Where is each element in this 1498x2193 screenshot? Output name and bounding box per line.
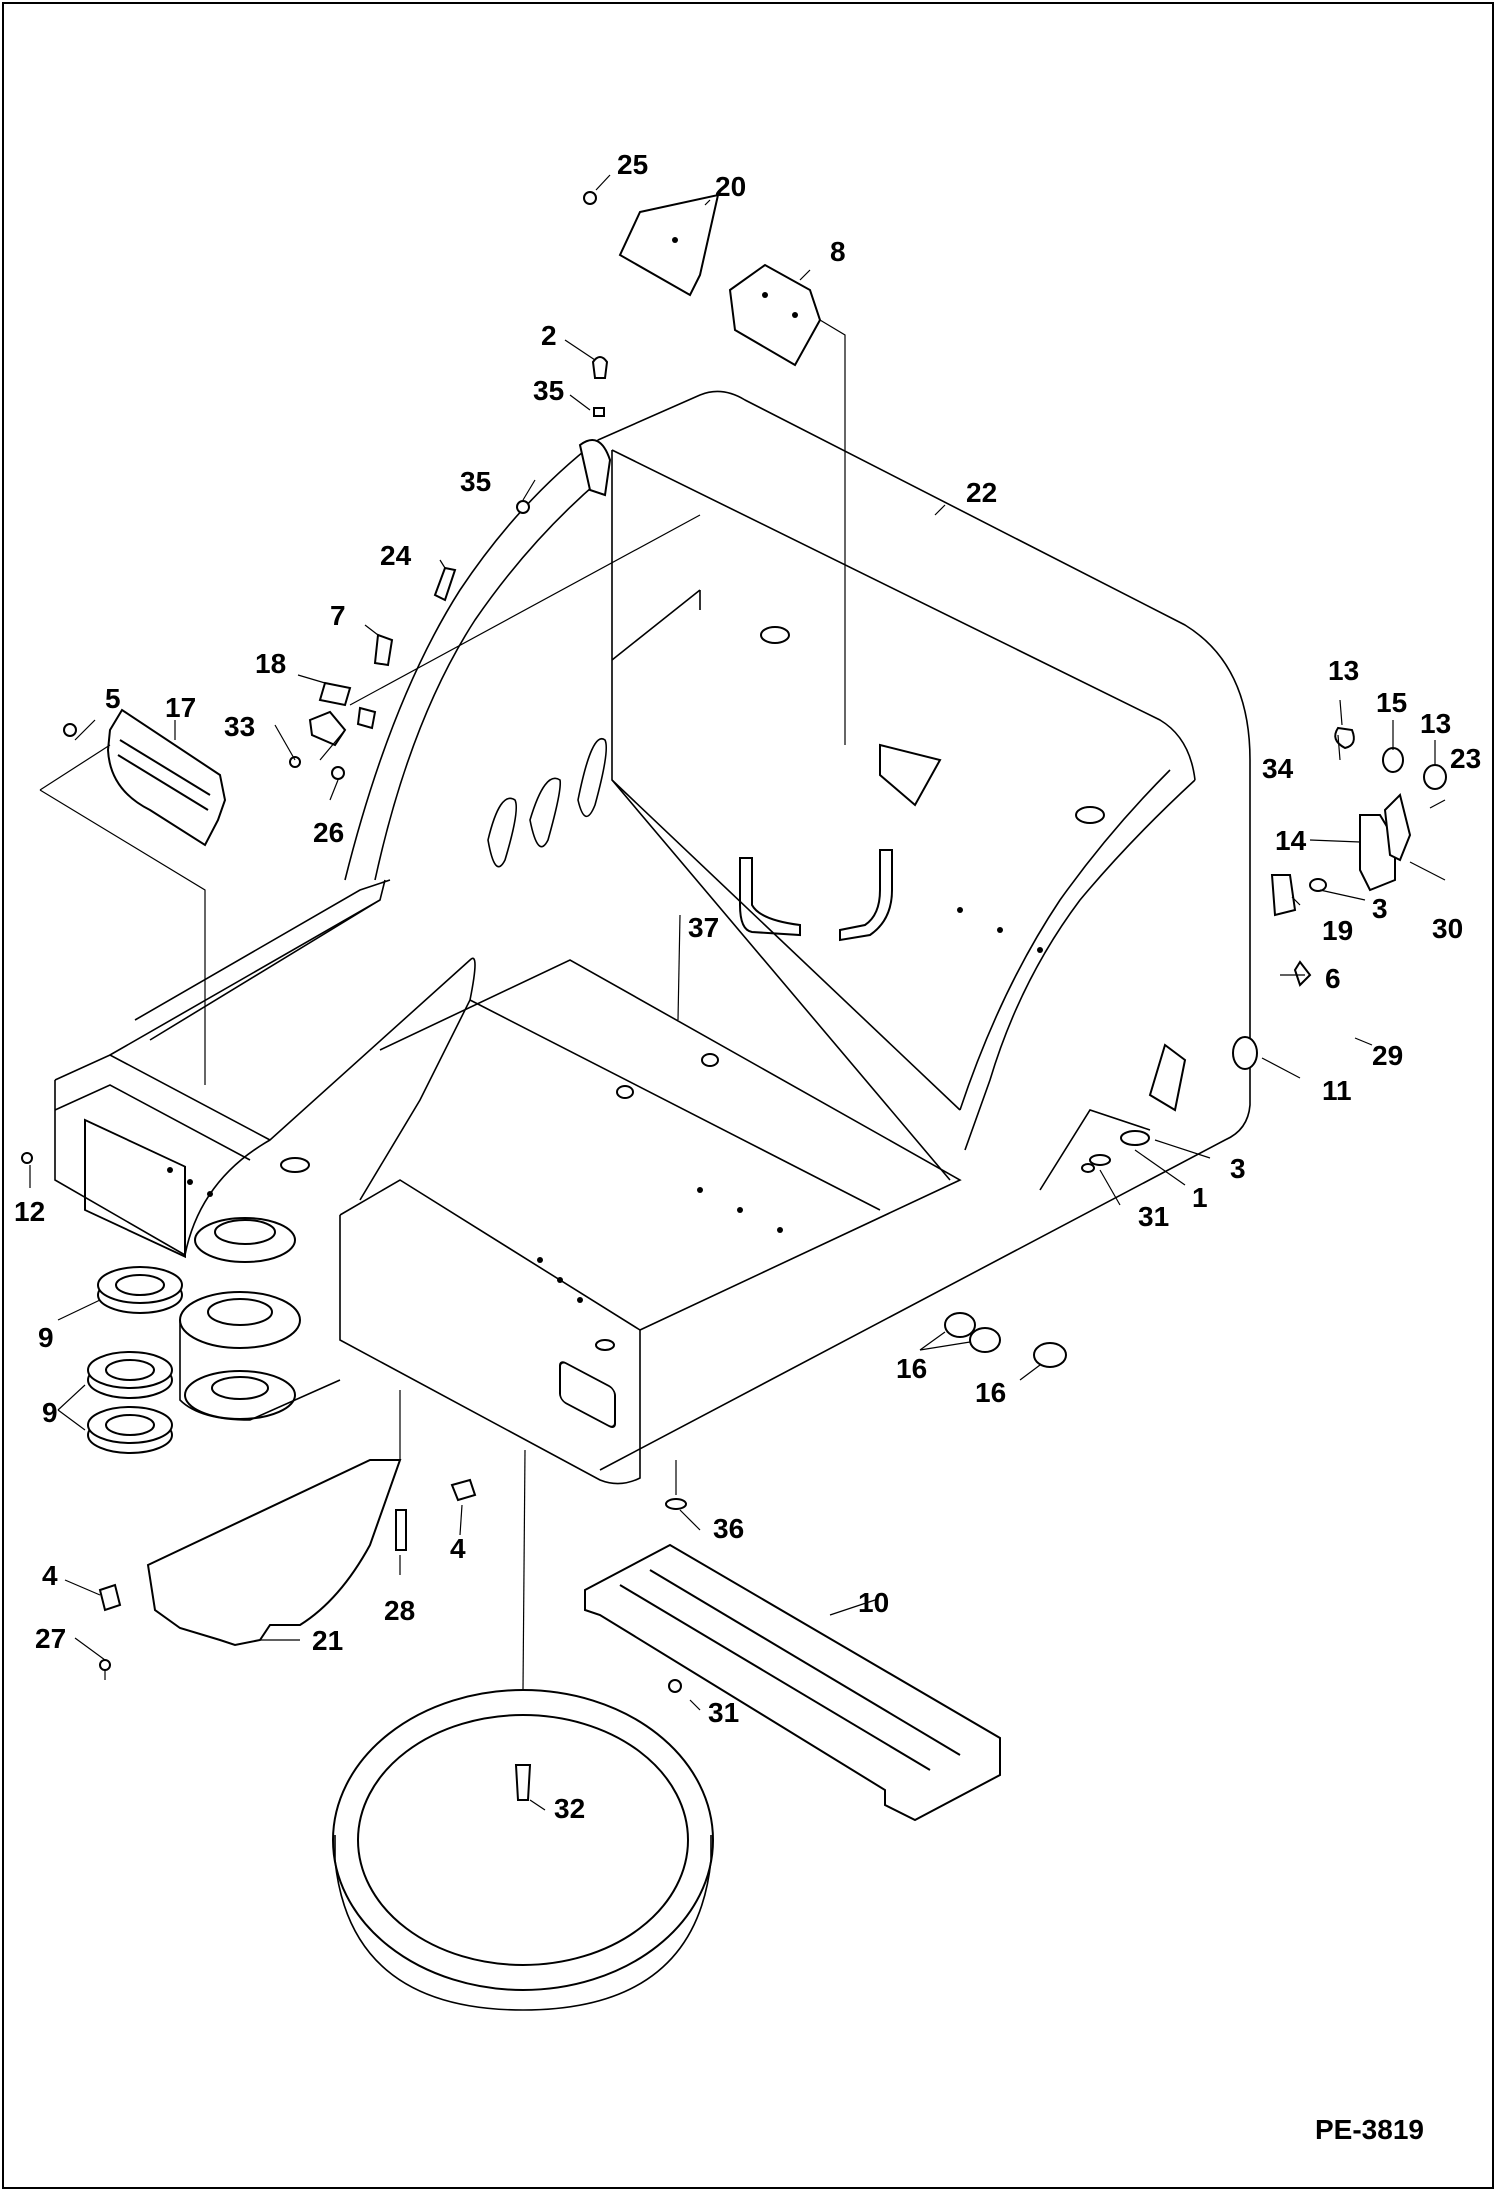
callout-23: 23 — [1450, 743, 1481, 774]
callout-22: 22 — [966, 477, 997, 508]
callout-34: 34 — [1262, 753, 1294, 784]
callout-1: 1 — [1192, 1182, 1208, 1213]
callout-14: 14 — [1275, 825, 1307, 856]
callout-25: 25 — [617, 149, 648, 180]
callout-27: 27 — [35, 1623, 66, 1654]
callout-6: 6 — [1325, 963, 1341, 994]
bottom-parts — [21, 1152, 1067, 2011]
callout-8: 8 — [830, 236, 846, 267]
callout-32: 32 — [554, 1793, 585, 1824]
top-covers — [583, 191, 822, 367]
callout-28: 28 — [384, 1595, 415, 1626]
callout-26: 26 — [313, 817, 344, 848]
upper-frame-housing — [344, 390, 1251, 1471]
callout-3-lower: 3 — [1230, 1153, 1246, 1184]
callout-35-top: 35 — [533, 375, 564, 406]
callout-labels: 25 20 8 2 35 35 22 24 7 18 33 26 5 17 13… — [14, 149, 1481, 2145]
callout-15: 15 — [1376, 687, 1407, 718]
callout-2: 2 — [541, 320, 557, 351]
callout-35-left: 35 — [460, 466, 491, 497]
callout-30: 30 — [1432, 913, 1463, 944]
left-small-parts — [63, 356, 612, 847]
callout-31-lower: 31 — [708, 1697, 739, 1728]
callout-24: 24 — [380, 540, 412, 571]
drawing-code: PE-3819 — [1315, 2114, 1424, 2145]
callout-20: 20 — [715, 171, 746, 202]
callout-4-right: 4 — [450, 1533, 466, 1564]
chassis-holes — [167, 907, 1043, 1351]
callout-36: 36 — [713, 1513, 744, 1544]
callout-7: 7 — [330, 600, 346, 631]
callout-9-upper: 9 — [38, 1322, 54, 1353]
callout-16-right: 16 — [975, 1377, 1006, 1408]
callout-16-left: 16 — [896, 1353, 927, 1384]
callout-29: 29 — [1372, 1040, 1403, 1071]
callout-4-left: 4 — [42, 1560, 58, 1591]
callout-13-right: 13 — [1420, 708, 1451, 739]
lower-chassis — [54, 879, 1043, 1485]
callout-33: 33 — [224, 711, 255, 742]
callout-31-upper: 31 — [1138, 1201, 1169, 1232]
callout-21: 21 — [312, 1625, 343, 1656]
leader-lines — [29, 174, 1446, 1811]
callout-37: 37 — [688, 912, 719, 943]
callout-12: 12 — [14, 1196, 45, 1227]
right-mount-parts — [1039, 726, 1447, 1191]
callout-17: 17 — [165, 692, 196, 723]
callout-3-upper: 3 — [1372, 893, 1388, 924]
callout-18: 18 — [255, 648, 286, 679]
swing-bearing-ring — [332, 1689, 714, 2011]
callout-19: 19 — [1322, 915, 1353, 946]
callout-13-left: 13 — [1328, 655, 1359, 686]
callout-5: 5 — [105, 683, 121, 714]
callout-11: 11 — [1322, 1075, 1352, 1106]
callout-9-lower: 9 — [42, 1397, 58, 1428]
callout-10: 10 — [858, 1587, 889, 1618]
